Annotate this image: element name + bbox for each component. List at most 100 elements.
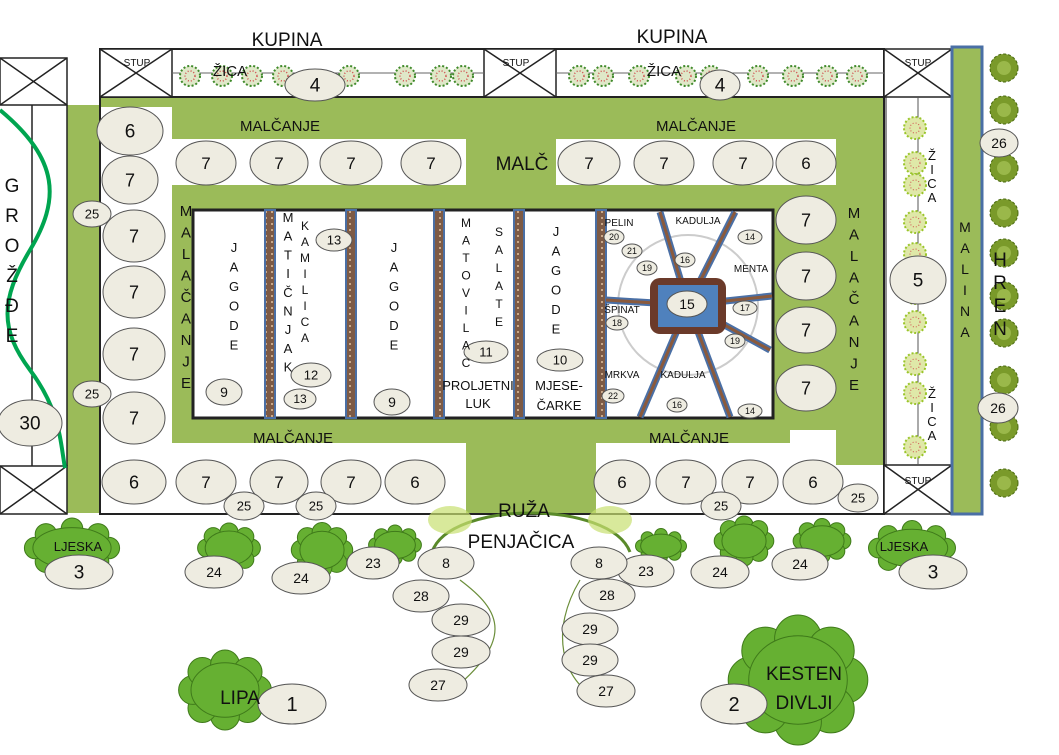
- plant-number-marker: 11: [463, 340, 509, 364]
- jagode-label-2-letter: A: [390, 260, 399, 275]
- jagode-label-2-letter: E: [390, 338, 399, 353]
- malcanje-top-right: MALČANJE: [656, 118, 736, 135]
- shrubs: [23, 515, 956, 746]
- plant-number-marker: 25: [837, 483, 879, 513]
- matovilac-label-letter: M: [461, 216, 471, 230]
- malina-label-letter: I: [963, 282, 967, 298]
- plant-number: 28: [413, 588, 429, 604]
- malacanje-left-label-letter: N: [181, 332, 192, 349]
- plant-number-marker: 23: [346, 546, 400, 580]
- plant-number-marker: 23: [617, 554, 675, 588]
- jagode-label-1-letter: J: [231, 240, 238, 255]
- hren-bush: [989, 365, 1019, 395]
- plant-number: 7: [129, 226, 139, 246]
- mrkva-label: MRKVA: [605, 370, 640, 381]
- kupina-bush: [846, 65, 868, 87]
- plant-number-marker: 7: [400, 140, 462, 186]
- hren-label-letter: N: [993, 319, 1007, 340]
- plant-number-marker: 7: [712, 140, 774, 186]
- plant-number: 19: [642, 263, 652, 273]
- plant-number-marker: 13: [283, 388, 317, 410]
- plant-number: 21: [627, 246, 637, 256]
- plant-number: 6: [808, 473, 817, 492]
- ruza-label-line1: RUŽA: [498, 500, 550, 522]
- plant-number-marker: 25: [700, 491, 742, 521]
- malacanje-left-label-letter: M: [180, 203, 193, 220]
- plant-number: 28: [599, 587, 615, 603]
- kamilica-label-letter: M: [300, 251, 310, 265]
- matovilac-label-letter: O: [461, 269, 470, 283]
- stup-label-4: STUP: [905, 476, 932, 487]
- plant-number: 30: [19, 414, 40, 435]
- maticnjak-label-letter: K: [284, 360, 293, 375]
- kupina-bush: [179, 65, 201, 87]
- plant-number: 20: [609, 232, 619, 242]
- hren-bush: [989, 238, 1019, 268]
- plant-number: 29: [453, 612, 469, 628]
- plant-number-marker: 6: [782, 459, 844, 505]
- kupina-bush: [816, 65, 838, 87]
- hren-bush: [989, 318, 1019, 348]
- plant-number-marker: 6: [593, 459, 651, 505]
- plant-number-marker: 4: [284, 68, 346, 102]
- plant-number: 4: [715, 76, 726, 97]
- plant-number-marker: 29: [561, 643, 619, 677]
- plant-number-marker: 7: [655, 459, 717, 505]
- jagode-label-3-letter: D: [551, 302, 560, 317]
- plant-number: 29: [453, 644, 469, 660]
- plant-number: 13: [327, 233, 341, 248]
- plant-number: 22: [608, 391, 618, 401]
- plant-number-marker: 18: [605, 315, 629, 331]
- maticnjak-label-letter: I: [286, 266, 290, 281]
- stup-label-3: STUP: [905, 58, 932, 69]
- spinat-label: ŠPINAT: [604, 303, 639, 316]
- hren-bush: [989, 281, 1019, 311]
- stup-label-2: STUP: [503, 58, 530, 69]
- plant-number: 24: [712, 564, 728, 580]
- jagode-label-3-letter: O: [551, 283, 561, 298]
- plant-number: 8: [595, 555, 603, 571]
- plant-number: 7: [274, 473, 283, 492]
- stup-post-boxes: [0, 48, 953, 515]
- plant-number-marker: 15: [666, 290, 708, 318]
- maticnjak-label-letter: Č: [283, 285, 292, 300]
- zica-label-right: ŽICA: [647, 63, 681, 80]
- zica-label-left: ŽICA: [213, 63, 247, 80]
- plant-number: 27: [598, 683, 614, 699]
- salate-label-letter: S: [495, 225, 503, 239]
- grozde-label-letter: Ž: [6, 265, 18, 287]
- mjesecarke-line2: ČARKE: [537, 398, 582, 413]
- kadulja-bottom-label: KADULJA: [660, 370, 705, 381]
- malina-label-letter: A: [960, 240, 970, 256]
- stup-bottom-right: [883, 464, 953, 515]
- plant-number-marker: 9: [373, 388, 411, 416]
- plant-number-marker: 7: [102, 265, 166, 319]
- matovilac-label-letter: I: [464, 304, 467, 318]
- wire-bush: [903, 116, 927, 140]
- plant-number: 24: [293, 570, 309, 586]
- plant-number: 9: [388, 394, 396, 410]
- zica-right-top-label-letter: Ž: [928, 148, 936, 163]
- salate-label-letter: A: [495, 279, 503, 293]
- plant-number-marker: 27: [576, 674, 636, 708]
- plant-number: 16: [680, 255, 690, 265]
- jagode-label-3-letter: E: [552, 322, 561, 337]
- malacanje-right-label-letter: A: [849, 313, 859, 330]
- mjesecarke-line1: MJESE-: [535, 378, 583, 393]
- plant-number: 23: [365, 555, 381, 571]
- grozde-label-letter: Đ: [5, 296, 19, 317]
- jagode-label-2-letter: J: [391, 240, 398, 255]
- plant-number-marker: 7: [557, 140, 621, 186]
- malina-label-letter: L: [961, 261, 969, 277]
- plant-number-marker: 5: [889, 255, 947, 305]
- plant-number: 16: [672, 400, 682, 410]
- plant-number-marker: 30: [0, 399, 63, 447]
- stup-label-1: STUP: [124, 58, 151, 69]
- ruza-label-line2: PENJAČICA: [468, 531, 575, 553]
- plant-number: 7: [125, 170, 135, 190]
- plant-number: 24: [206, 564, 222, 580]
- plant-number-marker: 7: [775, 364, 837, 412]
- plant-number: 1: [286, 694, 297, 716]
